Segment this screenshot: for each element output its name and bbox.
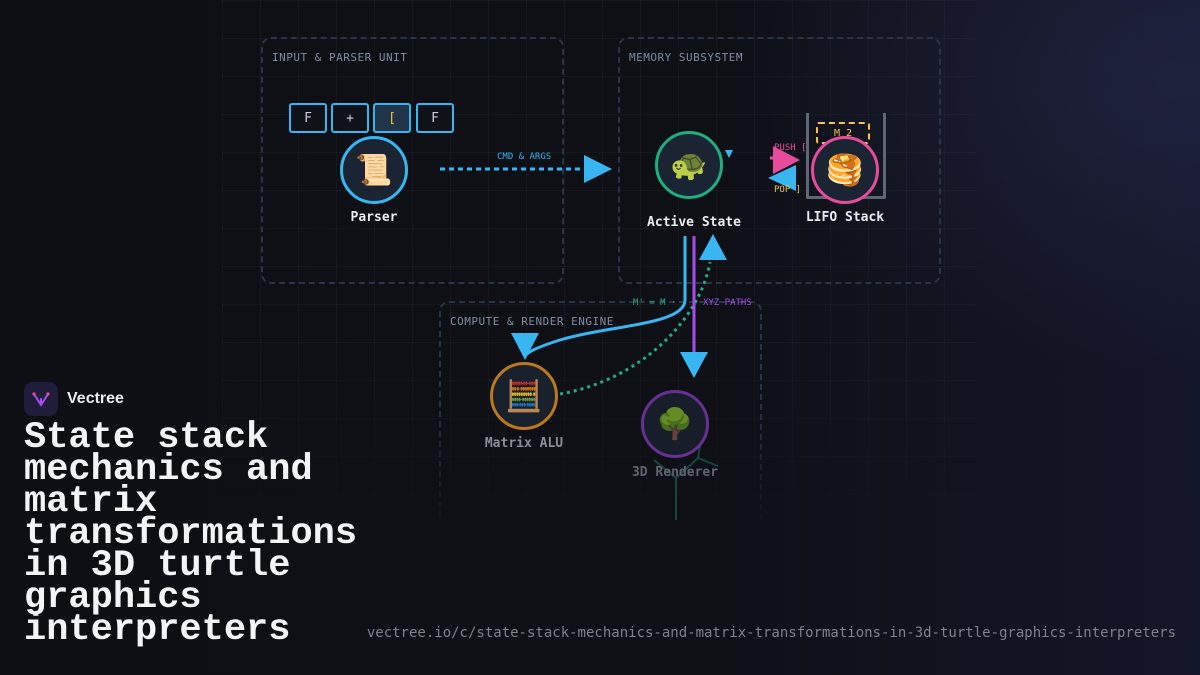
edge-label-xyz-paths: XYZ PATHS — [703, 298, 752, 308]
group-memory-subsystem: MEMORY SUBSYSTEM — [618, 37, 941, 284]
brand-name: Vectree — [67, 390, 124, 407]
edge-push-arrowhead — [773, 146, 800, 174]
page-url[interactable]: vectree.io/c/state-stack-mechanics-and-m… — [366, 625, 1176, 641]
edge-label-push: PUSH [ — [774, 143, 807, 153]
background-grid — [222, 0, 977, 560]
group-label: INPUT & PARSER UNIT — [272, 51, 408, 64]
renderer-node: 🌳 — [641, 390, 709, 458]
pancakes-icon: 🥞 — [826, 152, 864, 188]
group-input-parser-unit: INPUT & PARSER UNIT — [261, 37, 564, 284]
page-title: State stack mechanics and matrix transfo… — [24, 417, 358, 651]
matrix-alu-label: Matrix ALU — [484, 436, 564, 451]
edge-state-marker — [725, 150, 733, 158]
edge-cmd-args-arrowhead — [584, 155, 612, 183]
active-state-label: Active State — [647, 215, 741, 230]
edge-pop-arrowhead — [768, 165, 796, 191]
input-token: F — [416, 103, 454, 133]
edge-label-matrix: M' = M · — [633, 298, 677, 308]
edge-alu-to-state — [559, 261, 712, 396]
renderer-label: 3D Renderer — [631, 465, 719, 480]
edge-state-to-renderer-arrowhead — [680, 352, 708, 378]
edge-state-to-alu-arrowhead — [511, 333, 539, 360]
scroll-icon: 📜 — [355, 152, 393, 188]
matrix-alu-node: 🧮 — [490, 362, 558, 430]
vectree-logo-icon — [24, 382, 58, 416]
parser-node: 📜 — [340, 136, 408, 204]
edge-label-cmd-args: CMD & ARGS — [497, 152, 552, 162]
brand[interactable]: Vectree — [24, 382, 124, 416]
edge-state-to-alu — [523, 236, 687, 357]
group-label: MEMORY SUBSYSTEM — [629, 51, 743, 64]
group-label: COMPUTE & RENDER ENGINE — [450, 315, 614, 328]
lifo-stack-node: 🥞 — [811, 136, 879, 204]
active-state-node: 🐢 — [655, 131, 723, 199]
abacus-icon: 🧮 — [505, 378, 543, 414]
edge-alu-to-state-arrowhead — [699, 234, 727, 260]
lifo-stack-label: LIFO Stack — [805, 210, 885, 225]
turtle-icon: 🐢 — [670, 147, 708, 183]
group-compute-render-engine: COMPUTE & RENDER ENGINE — [439, 301, 762, 535]
input-token: F — [289, 103, 327, 133]
input-token-active: [ — [373, 103, 411, 133]
edge-label-pop: POP ] — [774, 185, 802, 195]
tree-sketch — [653, 445, 719, 520]
parser-label: Parser — [350, 210, 398, 225]
tree-icon: 🌳 — [656, 406, 694, 442]
input-token: + — [331, 103, 369, 133]
